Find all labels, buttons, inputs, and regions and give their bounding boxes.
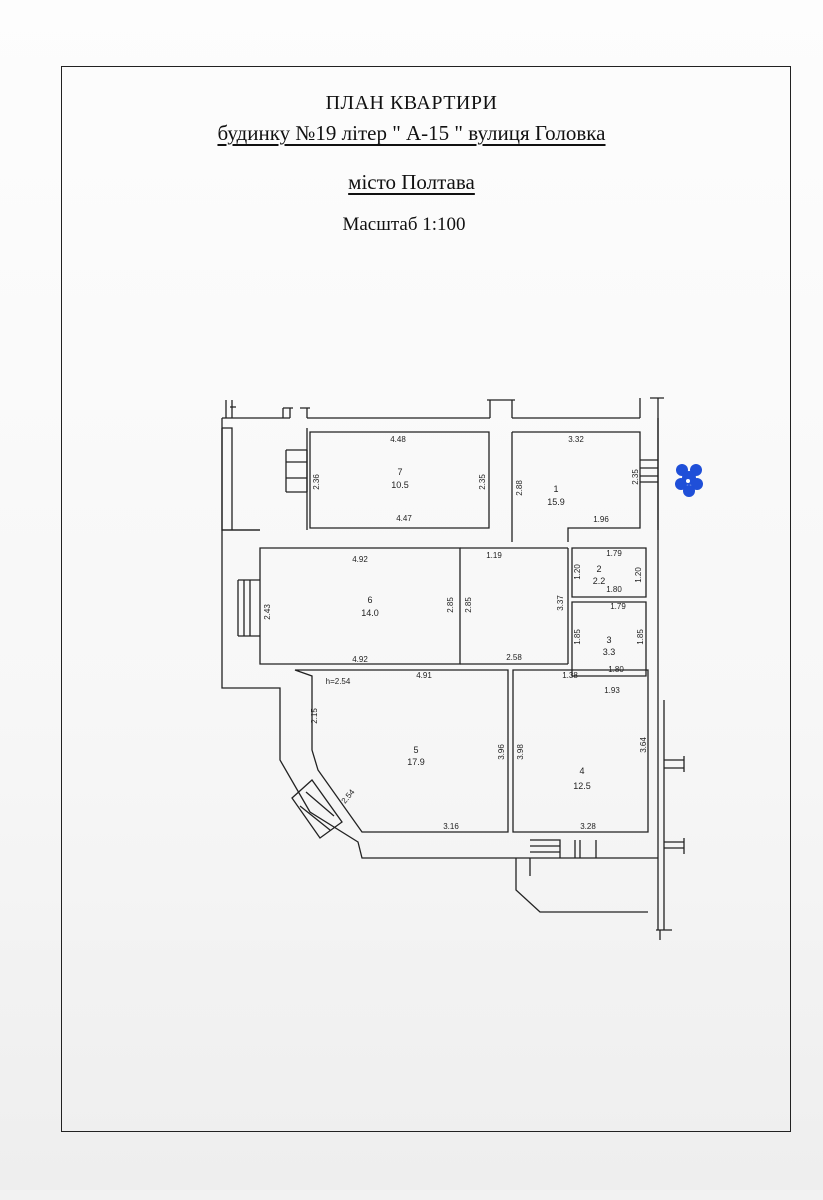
room-1-number: 1 (553, 484, 558, 494)
dim-r3-right: 1.85 (636, 629, 645, 645)
dim-r5-height: h=2.54 (326, 677, 351, 686)
dim-r3-top: 1.79 (610, 602, 626, 611)
dim-r6-left: 2.43 (263, 604, 272, 620)
dim-r7-bottom: 4.47 (396, 514, 412, 523)
dim-r3-bottom: 1.80 (608, 665, 624, 674)
plan-walls (221, 397, 685, 940)
room-7-number: 7 (397, 467, 402, 477)
dim-r6-bottom: 4.92 (352, 655, 368, 664)
dim-r5-right: 3.96 (497, 744, 506, 760)
room-3-area: 3.3 (603, 647, 616, 657)
page-frame (61, 66, 791, 1132)
room-6-number: 6 (367, 595, 372, 605)
building-address: будинку №19 літер " А-15 " вулиця Головк… (0, 121, 823, 146)
room-labels: 7 10.5 1 15.9 6 14.0 2 2.2 3 3.3 5 17.9 … (361, 467, 615, 791)
dim-r2-right: 1.20 (634, 567, 643, 583)
room-2-number: 2 (596, 564, 601, 574)
dim-r4-bottom: 3.28 (580, 822, 596, 831)
dim-r5-top: 4.91 (416, 671, 432, 680)
dim-hall-top: 1.19 (486, 551, 502, 560)
dim-r2-left: 1.20 (573, 564, 582, 580)
scale-label: Масштаб 1:100 (342, 214, 466, 235)
room-4-area: 12.5 (573, 781, 591, 791)
dim-r4-left: 3.98 (516, 744, 525, 760)
plan-title: ПЛАН КВАРТИРИ (325, 92, 498, 114)
dim-r4-right: 3.64 (639, 737, 648, 753)
blue-ink-mark (675, 464, 703, 497)
room-4-number: 4 (579, 766, 584, 776)
building-address-text: будинку №19 літер " А-15 " вулиця Головк… (217, 121, 606, 145)
city-text: місто Полтава (348, 170, 475, 194)
dim-r1-right: 2.35 (631, 469, 640, 485)
dim-r7-top: 4.48 (390, 435, 406, 444)
room-2-area: 2.2 (593, 576, 606, 586)
room-7-area: 10.5 (391, 480, 409, 490)
dim-r4-top-b: 1.93 (604, 686, 620, 695)
dim-r1-left: 2.88 (515, 480, 524, 496)
dim-r6-top: 4.92 (352, 555, 368, 564)
dim-r5-diagonal: 2.54 (340, 787, 357, 805)
room-5-area: 17.9 (407, 757, 425, 767)
city-line: місто Полтава (0, 170, 823, 195)
dim-hall-left: 2.85 (464, 597, 473, 613)
dim-r7-left: 2.36 (312, 474, 321, 490)
room-1-area: 15.9 (547, 497, 565, 507)
room-5-number: 5 (413, 745, 418, 755)
dim-r1-bottom: 1.96 (593, 515, 609, 524)
dim-r2-top: 1.79 (606, 549, 622, 558)
dimension-labels: 4.48 4.47 2.36 2.35 3.32 2.88 2.35 1.96 … (263, 435, 648, 831)
room-6-area: 14.0 (361, 608, 379, 618)
dim-r5-left: 2.15 (310, 708, 319, 724)
dim-r5-bottom: 3.16 (443, 822, 459, 831)
dim-hall-bottom: 2.58 (506, 653, 522, 662)
room-3-number: 3 (606, 635, 611, 645)
dim-r4-top-a: 1.38 (562, 671, 578, 680)
dim-r2-bottom: 1.80 (606, 585, 622, 594)
dim-r6-right: 2.85 (446, 597, 455, 613)
dim-r1-top: 3.32 (568, 435, 584, 444)
dim-r7-right: 2.35 (478, 474, 487, 490)
dim-hall-right: 3.37 (556, 595, 565, 611)
dim-r3-left: 1.85 (573, 629, 582, 645)
